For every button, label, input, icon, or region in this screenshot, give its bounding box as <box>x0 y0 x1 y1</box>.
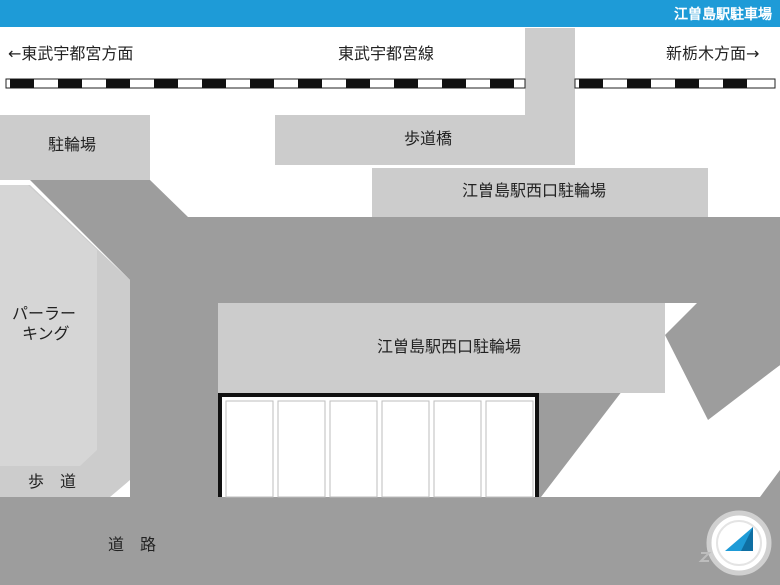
railway-tie <box>154 79 178 88</box>
paid-parking-label-line2: キング <box>22 324 70 343</box>
railway-tie <box>723 79 747 88</box>
sidewalk-label: 歩 道 <box>28 472 77 491</box>
railway-tie <box>627 79 651 88</box>
paid-parking-label-line1: パーラー <box>12 304 77 323</box>
railway-line-label: 東武宇都宮線 <box>338 44 435 63</box>
road-label: 道 路 <box>108 535 157 554</box>
paid-parking-inner <box>0 185 97 466</box>
west-exit-bike-parking-upper-label: 江曽島駅西口駐輪場 <box>462 181 607 200</box>
footbridge-horizontal <box>275 115 575 165</box>
bicycle-parking-label: 駐輪場 <box>48 135 97 154</box>
west-exit-bike-parking-main-label: 江曽島駅西口駐輪場 <box>377 337 522 356</box>
road-left-diagonal <box>30 180 218 497</box>
parking-space <box>329 400 378 498</box>
railway-tie <box>202 79 226 88</box>
railway-tie <box>10 79 34 88</box>
west-exit-bike-parking-main-block <box>218 303 665 393</box>
direction-east-label: 新栃木方面→ <box>666 44 760 63</box>
railway-tie <box>490 79 514 88</box>
compass-north-icon <box>698 510 772 576</box>
footbridge-label: 歩道橋 <box>404 129 453 148</box>
open-wedge <box>541 335 720 497</box>
parking-lot-outline <box>218 393 539 497</box>
parking-space <box>381 400 430 498</box>
railway-tie <box>58 79 82 88</box>
direction-west-label: ←東武宇都宮方面 <box>8 44 134 63</box>
railway-tie <box>106 79 130 88</box>
parking-space <box>485 400 534 498</box>
open-corner-right <box>760 190 780 217</box>
railway-tie <box>675 79 699 88</box>
parking-spaces <box>225 400 534 498</box>
railway-tie <box>579 79 603 88</box>
railway-tie <box>394 79 418 88</box>
parking-space <box>433 400 482 498</box>
parking-space <box>225 400 274 498</box>
main-road <box>0 497 780 585</box>
header-bar: 江曽島駅駐車場 <box>0 0 780 27</box>
railway-tie <box>442 79 466 88</box>
page-title: 江曽島駅駐車場 <box>674 7 772 23</box>
parking-space <box>277 400 326 498</box>
railway-tie <box>250 79 274 88</box>
bicycle-parking-block <box>0 115 150 180</box>
railway-ties <box>10 79 747 88</box>
west-exit-bike-parking-upper-block <box>372 168 708 217</box>
railway-tie <box>346 79 370 88</box>
railway-tie <box>298 79 322 88</box>
